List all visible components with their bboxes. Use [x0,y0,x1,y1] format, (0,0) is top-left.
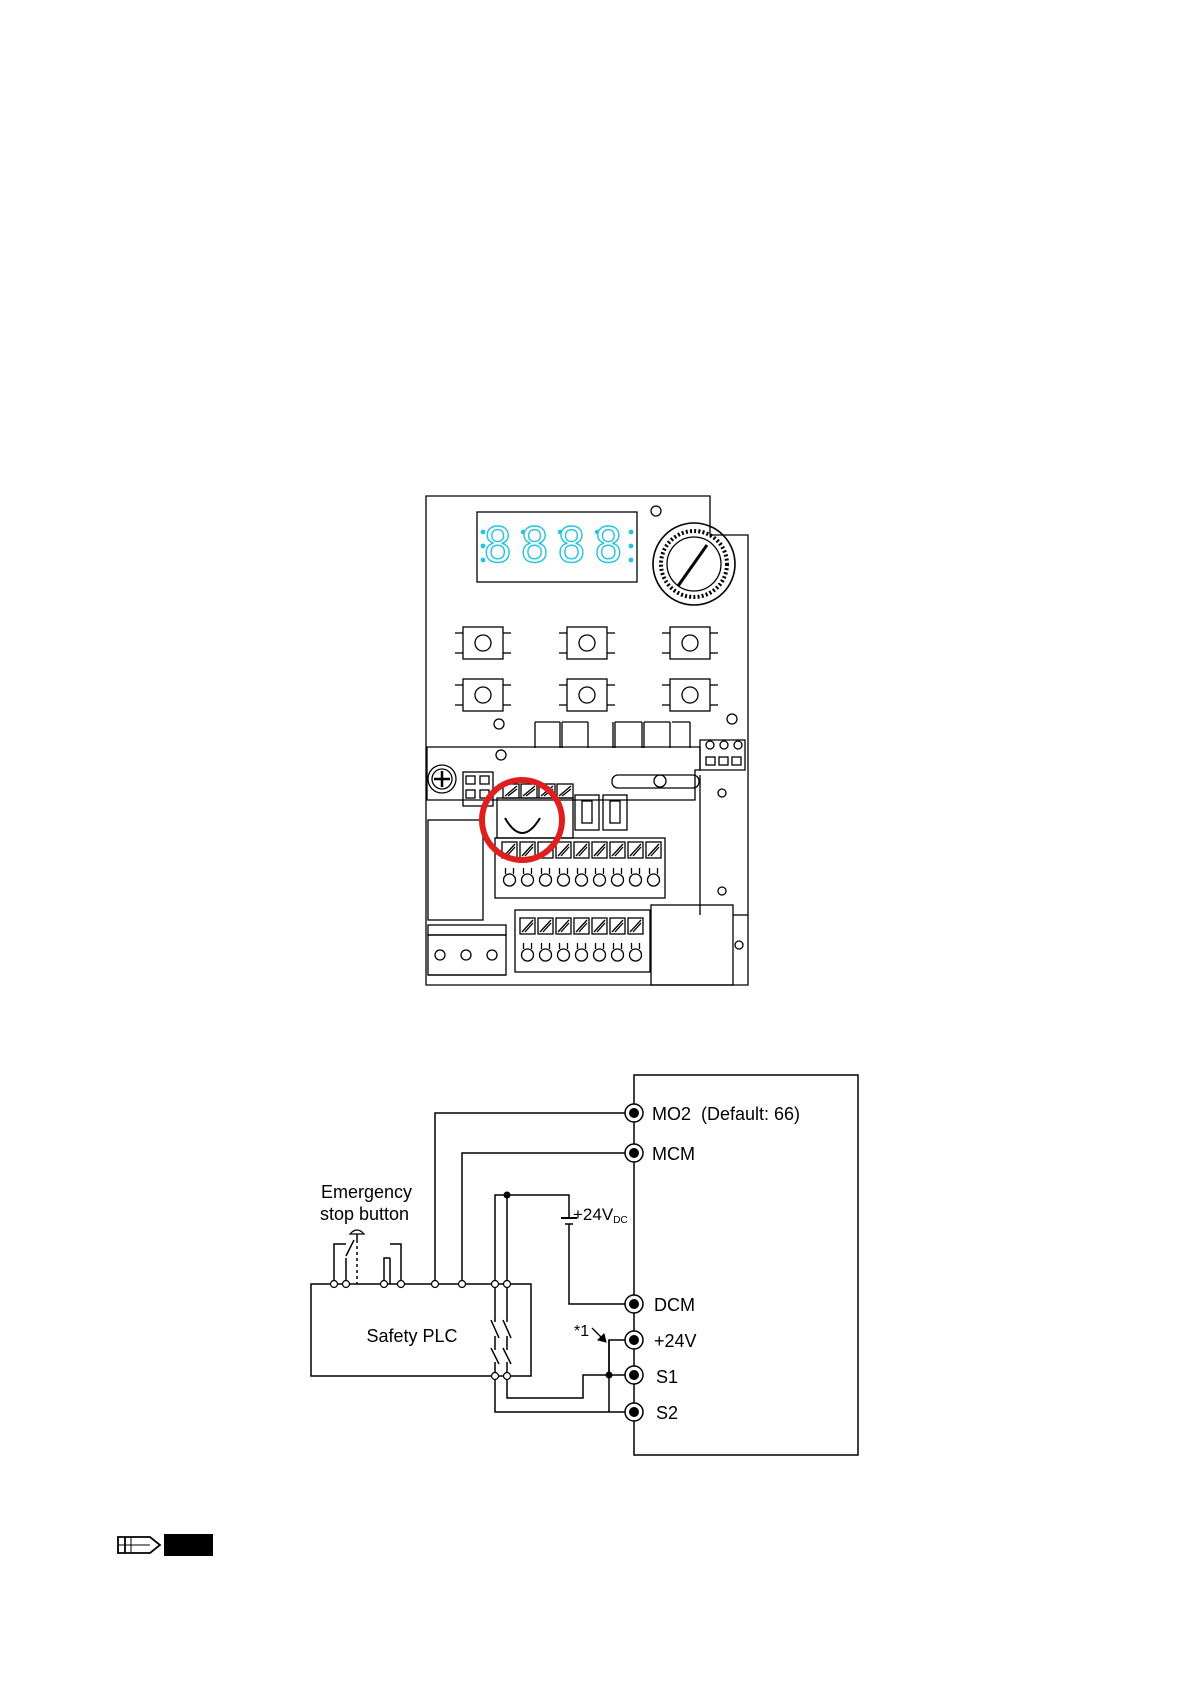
plc-terminal [343,1281,350,1288]
terminal-screw [540,949,552,961]
terminal-label-s2: S2 [656,1403,678,1423]
terminal-strip-middle [495,838,665,898]
keypad-button[interactable] [662,627,718,659]
terminal-cell [592,842,607,858]
terminal-cell [538,918,553,934]
power-terminal [428,935,506,975]
terminal-cell [646,842,661,858]
mount-hole [718,887,726,895]
terminal-screw [612,949,624,961]
wiring-labels: MO2 (Default: 66) MCM DCM +24V S1 S2 +24… [320,1104,800,1423]
terminal-cell [556,918,571,934]
terminal-screw [540,874,552,886]
terminal-strip-lower [515,910,650,972]
control-board-figure: 8888 [426,496,748,985]
terminal-screw [522,874,534,886]
terminal-screw [576,874,588,886]
terminal-cell [520,918,535,934]
terminal-screw [594,949,606,961]
plc-label: Safety PLC [366,1326,457,1346]
plc-terminal [504,1373,511,1380]
wire-s1 [507,1340,634,1398]
terminal-cell [574,918,589,934]
estop-label-line1: Emergency [321,1182,412,1202]
plc-terminal [492,1281,499,1288]
terminal-cell [521,784,537,798]
plc-terminal [459,1281,466,1288]
plc-terminal [381,1281,388,1288]
plc-terminal [504,1281,511,1288]
terminal-label-s1: S1 [656,1367,678,1387]
terminal-label-24v: +24V [654,1331,697,1351]
terminal-label-dcm: DCM [654,1295,695,1315]
keypad-button[interactable] [455,627,511,659]
estop-label-line2: stop button [320,1204,409,1224]
wire-mo2 [435,1113,634,1284]
footnote-marker: *1 [574,1323,589,1340]
terminal-screw [558,949,570,961]
plc-terminal [331,1281,338,1288]
mount-hole [651,506,661,516]
terminal-screw [558,874,570,886]
keypad [455,627,718,711]
keypad-button[interactable] [559,627,615,659]
display-digits: 8888 [483,518,631,574]
mount-hole [727,714,737,724]
terminal-screw [612,874,624,886]
keypad-button[interactable] [662,679,718,711]
terminal-screw [648,874,660,886]
terminal-screw [630,949,642,961]
keypad-button[interactable] [559,679,615,711]
potentiometer-knob-icon[interactable] [653,523,735,605]
supply-label: +24VDC [573,1205,628,1226]
mount-hole [496,750,506,760]
wire-24vdc [507,1195,634,1304]
terminal-cell [592,918,607,934]
terminal-screw [576,949,588,961]
drive-box [634,1075,858,1455]
terminal-cell [610,842,625,858]
header-connectors [535,722,745,770]
terminal-cell [556,842,571,858]
terminal-cell [628,918,643,934]
plc-terminal [492,1373,499,1380]
terminal-label-mcm: MCM [652,1144,695,1164]
relay-block [428,820,483,920]
io-card [651,905,733,985]
terminal-screw [630,874,642,886]
keypad-button[interactable] [455,679,511,711]
mount-hole [718,789,726,797]
terminal-cell [574,842,589,858]
terminal-cell [628,842,643,858]
seven-segment-display: 8888 [477,512,637,582]
terminal-cell [557,784,573,798]
terminal-label-mo2: MO2 (Default: 66) [652,1104,800,1124]
plc-terminal [398,1281,405,1288]
wiring-diagram [311,1075,858,1455]
highlight-circle [482,780,562,860]
plc-terminal [432,1281,439,1288]
wire-s2 [495,1376,634,1412]
terminal-screw [594,874,606,886]
terminal-screw [504,874,516,886]
screw-icon [428,765,456,793]
mount-hole [494,719,504,729]
emergency-stop-icon[interactable] [334,1230,401,1284]
terminal-cell [610,918,625,934]
pencil-note-icon [118,1534,213,1556]
terminal-screw [522,949,534,961]
